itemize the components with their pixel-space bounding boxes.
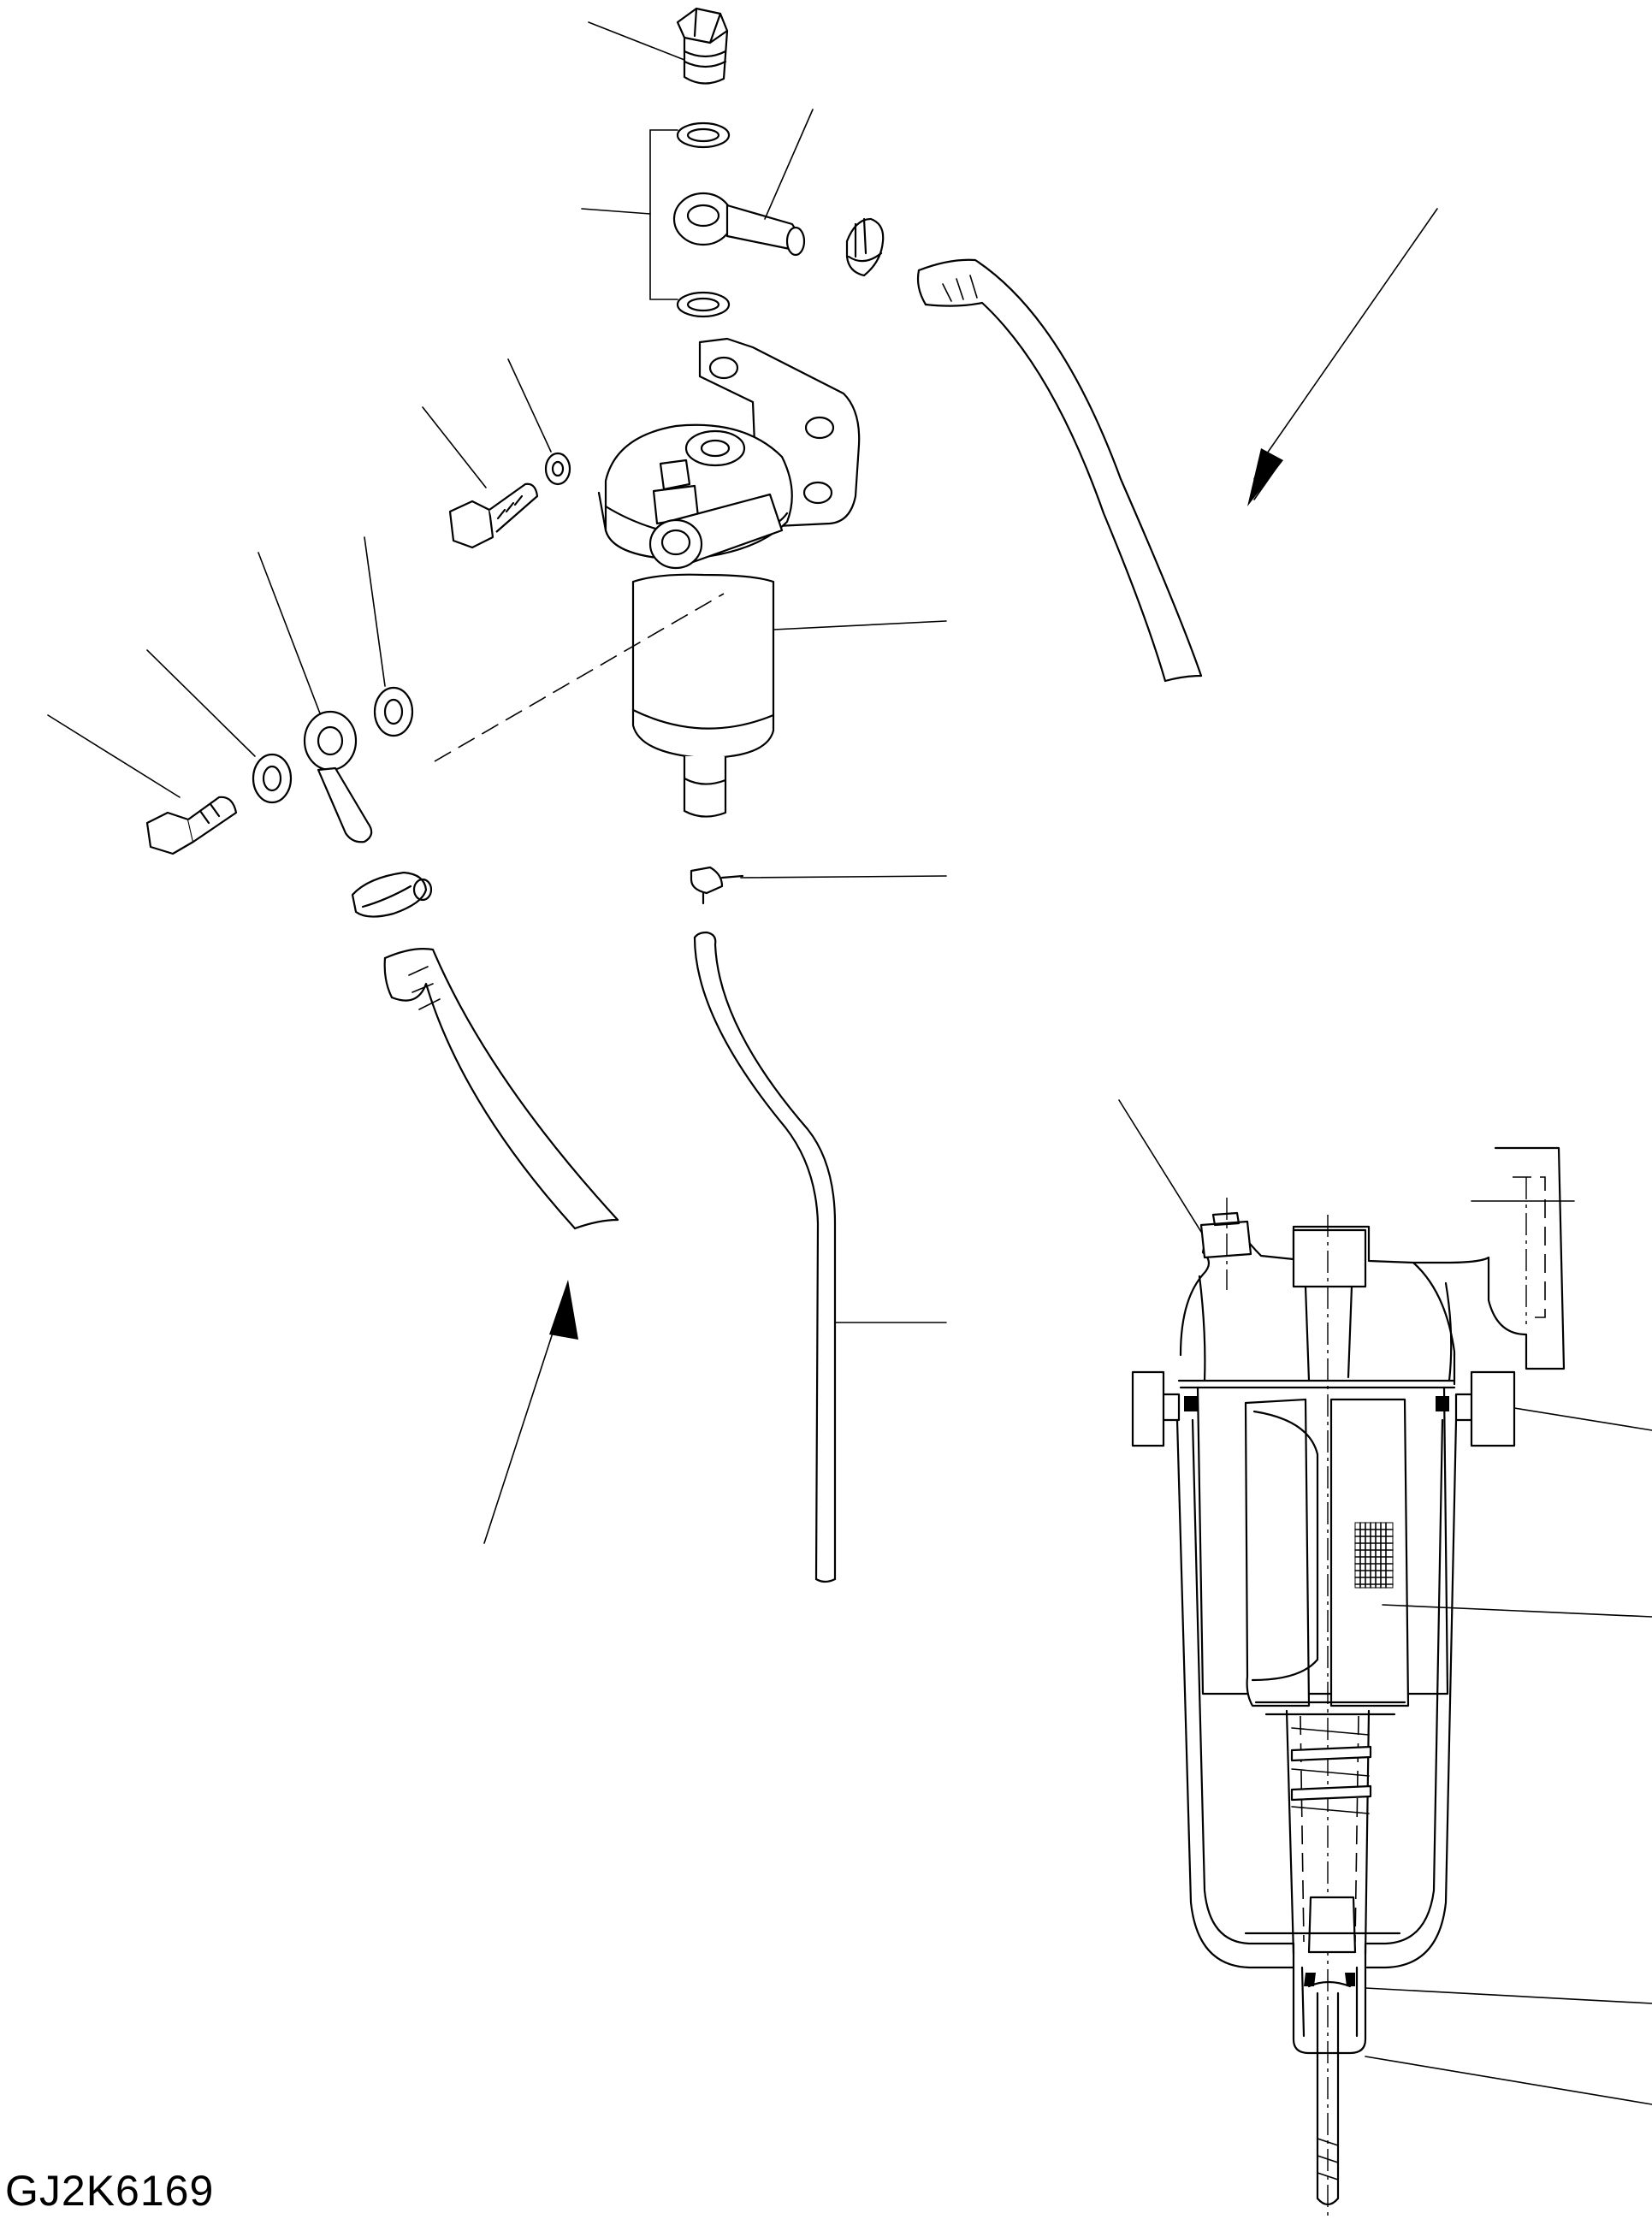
leader-line	[258, 553, 320, 713]
leader-line	[508, 359, 551, 452]
left-washer-outer	[253, 754, 291, 802]
leader-line	[773, 621, 946, 630]
filter-mesh	[1355, 1523, 1393, 1588]
leader-line	[1119, 1100, 1201, 1232]
assembly-center-line	[435, 594, 724, 761]
leader-line	[48, 715, 180, 797]
leader-line	[423, 407, 486, 488]
lower-fuel-hose	[385, 949, 618, 1228]
left-hollow-bolt	[147, 797, 236, 854]
leader-line	[1383, 1605, 1652, 1617]
top-hollow-bolt	[678, 9, 727, 84]
drain-valve	[691, 867, 743, 903]
leader-line	[589, 22, 684, 60]
leader-line	[147, 650, 255, 756]
mounting-bolt	[450, 484, 537, 547]
figure-code: GJ2K6169	[5, 2167, 215, 2215]
leader-line	[582, 209, 650, 214]
flow-arrow-upper	[1247, 209, 1437, 506]
leader-line	[1365, 1988, 1652, 2003]
filter-cross-section	[1119, 1100, 1652, 2216]
filter-bowl	[633, 575, 773, 817]
mounting-washer	[546, 453, 570, 484]
upper-hose-clamp	[847, 219, 883, 275]
assembly-bracket	[650, 130, 678, 299]
leader-line	[364, 537, 385, 686]
banjo-fitting	[674, 193, 804, 255]
left-banjo-fitting	[305, 712, 371, 842]
leader-line	[741, 876, 946, 878]
upper-fuel-hose	[918, 260, 1201, 681]
upper-washer	[678, 123, 729, 147]
drain-tube	[695, 932, 835, 1582]
lower-washer	[678, 293, 729, 317]
leader-line	[1514, 1408, 1652, 1430]
filter-head	[599, 425, 792, 568]
flow-arrow-lower	[484, 1280, 578, 1543]
left-washer-inner	[375, 688, 412, 736]
leader-line	[1365, 2056, 1652, 2104]
leader-line	[765, 109, 813, 219]
lower-hose-clamp	[352, 873, 431, 917]
mounting-bracket	[700, 339, 859, 527]
